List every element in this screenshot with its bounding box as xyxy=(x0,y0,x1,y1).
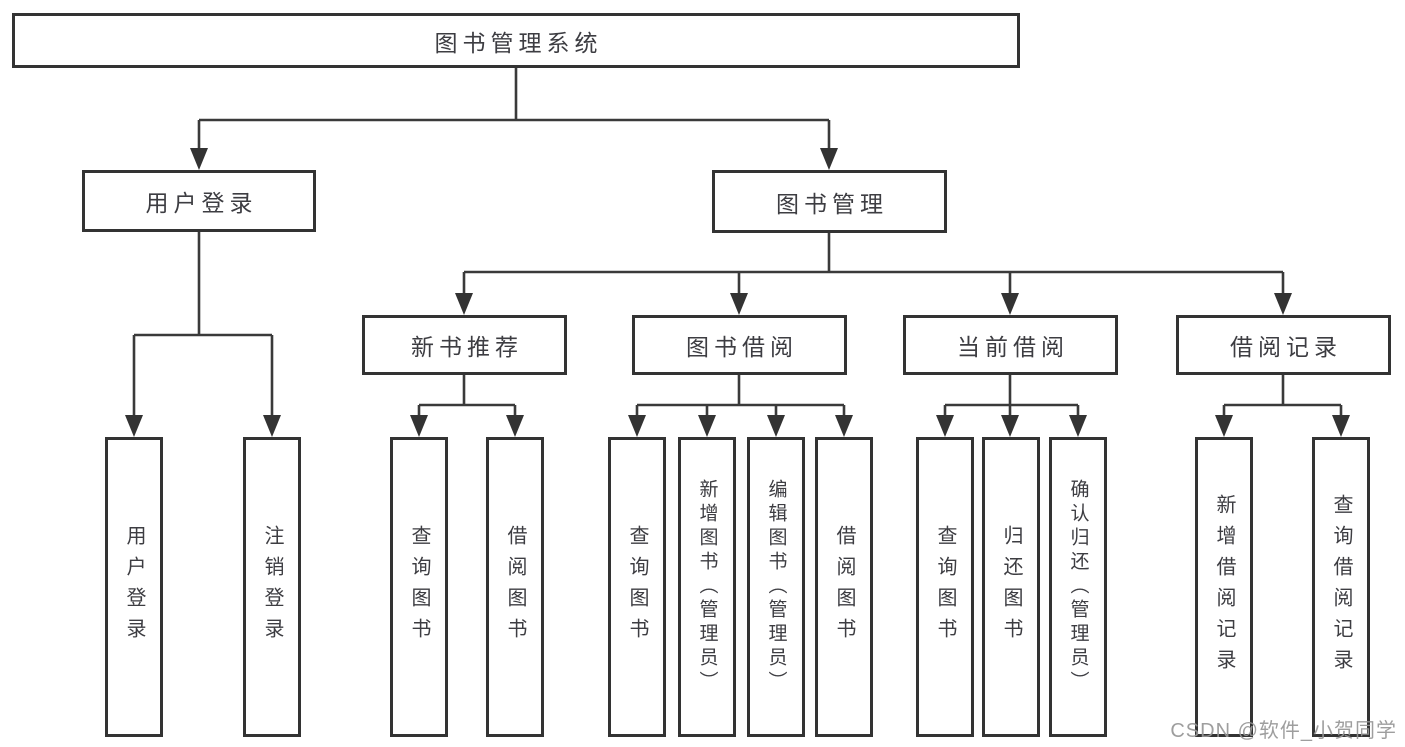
leaf-node-borrow-book: 借阅图书 xyxy=(815,437,873,737)
arrowhead xyxy=(767,415,785,437)
node-new-book-recommend: 新书推荐 xyxy=(362,315,567,375)
arrowhead xyxy=(1215,415,1233,437)
node-borrow-records-label: 借阅记录 xyxy=(1230,334,1342,360)
node-root-label: 图书管理系统 xyxy=(434,29,603,56)
node-book-borrow-label: 图书借阅 xyxy=(686,334,798,360)
arrowhead xyxy=(835,415,853,437)
connector-borrow-records-children xyxy=(1222,375,1343,418)
arrowhead xyxy=(730,293,748,315)
node-new-book-recommend-label: 新书推荐 xyxy=(411,334,523,360)
arrowhead xyxy=(936,415,954,437)
arrowhead xyxy=(628,415,646,437)
arrowhead xyxy=(1332,415,1350,437)
arrowhead xyxy=(190,148,208,170)
leaf-node-confirm-return-admin-label: 确认归还（管理员） xyxy=(1067,479,1089,695)
leaf-node-borrow-book-recommend-label: 借阅图书 xyxy=(504,525,526,649)
connector-root-to-level2 xyxy=(197,68,831,151)
leaf-node-add-borrow-record: 新增借阅记录 xyxy=(1195,437,1253,737)
leaf-node-confirm-return-admin: 确认归还（管理员） xyxy=(1049,437,1107,737)
leaf-node-query-book-current: 查询图书 xyxy=(916,437,974,737)
connector-new-book-rec-children xyxy=(417,375,517,418)
arrowhead xyxy=(698,415,716,437)
leaf-node-query-borrow-record-label: 查询借阅记录 xyxy=(1330,494,1352,680)
node-book-borrow: 图书借阅 xyxy=(632,315,847,375)
node-current-borrow-label: 当前借阅 xyxy=(957,334,1069,360)
arrowhead xyxy=(506,415,524,437)
connector-current-borrow-children xyxy=(943,375,1080,418)
leaf-node-query-borrow-record: 查询借阅记录 xyxy=(1312,437,1370,737)
arrowhead xyxy=(455,293,473,315)
leaf-node-user-login-label: 用户登录 xyxy=(123,525,145,649)
leaf-node-add-book-admin: 新增图书（管理员） xyxy=(678,437,736,737)
leaf-node-return-book-label: 归还图书 xyxy=(1000,525,1022,649)
arrowhead xyxy=(1274,293,1292,315)
leaf-node-query-book-current-label: 查询图书 xyxy=(934,525,956,649)
node-borrow-records: 借阅记录 xyxy=(1176,315,1391,375)
node-user-login: 用户登录 xyxy=(82,170,316,232)
arrowhead xyxy=(125,415,143,437)
leaf-node-edit-book-admin: 编辑图书（管理员） xyxy=(747,437,805,737)
node-book-mgmt: 图书管理 xyxy=(712,170,947,233)
connector-book-mgmt-children xyxy=(462,233,1285,296)
csdn-watermark: CSDN @软件_小贺同学 xyxy=(1170,720,1397,742)
node-current-borrow: 当前借阅 xyxy=(903,315,1118,375)
arrowhead xyxy=(1069,415,1087,437)
node-root: 图书管理系统 xyxy=(12,13,1020,68)
leaf-node-query-book-recommend-label: 查询图书 xyxy=(408,525,430,649)
leaf-node-user-login: 用户登录 xyxy=(105,437,163,737)
connector-user-login-children xyxy=(132,232,274,418)
arrowhead xyxy=(410,415,428,437)
leaf-node-query-book-borrow-label: 查询图书 xyxy=(626,525,648,649)
leaf-node-return-book: 归还图书 xyxy=(982,437,1040,737)
leaf-node-query-book-borrow: 查询图书 xyxy=(608,437,666,737)
leaf-node-add-borrow-record-label: 新增借阅记录 xyxy=(1213,494,1235,680)
leaf-node-edit-book-admin-label: 编辑图书（管理员） xyxy=(765,479,787,695)
leaf-node-logout: 注销登录 xyxy=(243,437,301,737)
arrowhead xyxy=(1001,415,1019,437)
node-user-login-label: 用户登录 xyxy=(145,190,258,216)
arrowhead xyxy=(263,415,281,437)
leaf-node-borrow-book-label: 借阅图书 xyxy=(833,525,855,649)
leaf-node-borrow-book-recommend: 借阅图书 xyxy=(486,437,544,737)
leaf-node-logout-label: 注销登录 xyxy=(261,525,283,649)
arrowhead xyxy=(820,148,838,170)
node-book-mgmt-label: 图书管理 xyxy=(776,190,888,217)
connector-book-borrow-children xyxy=(635,375,846,418)
leaf-node-add-book-admin-label: 新增图书（管理员） xyxy=(696,479,718,695)
arrowhead xyxy=(1001,293,1019,315)
leaf-node-query-book-recommend: 查询图书 xyxy=(390,437,448,737)
